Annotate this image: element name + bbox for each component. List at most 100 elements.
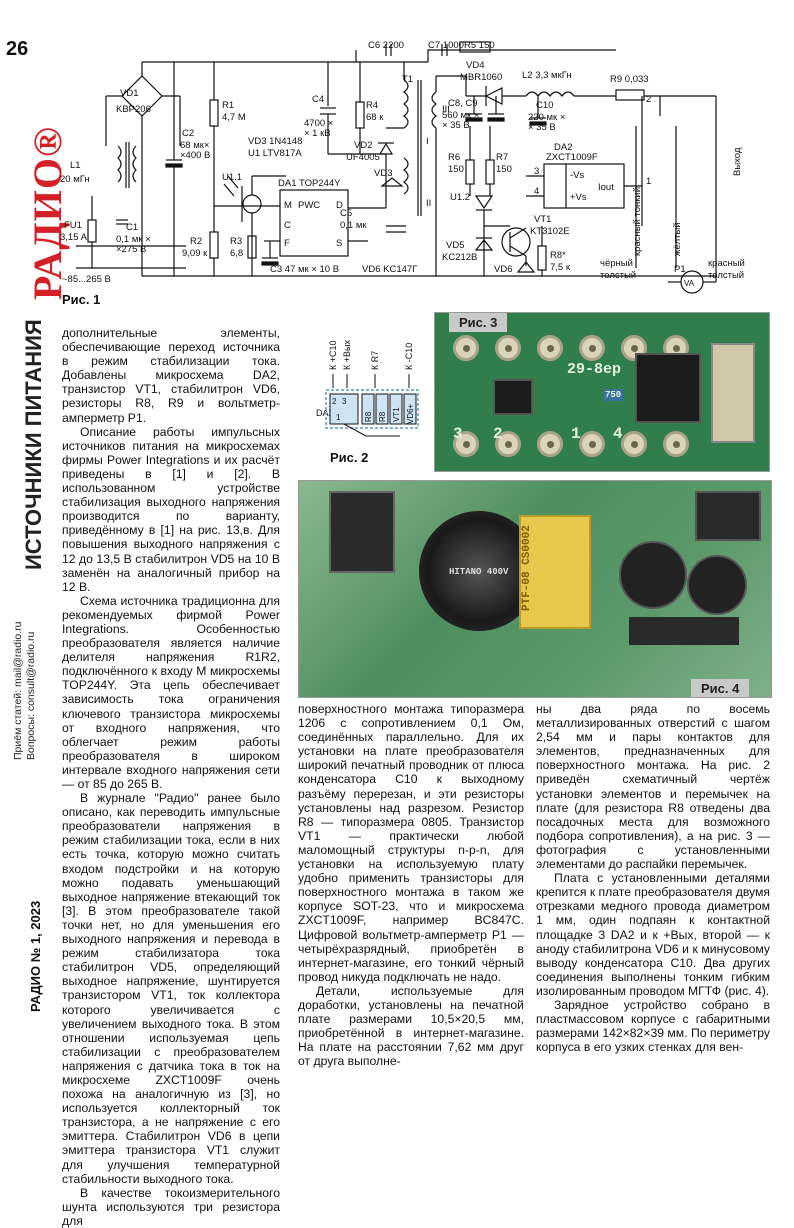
fig3-marker: 750: [603, 389, 624, 401]
label-c2: C2: [182, 128, 194, 139]
layout-fig2: К +С10 К +Вых К R7 К -С10 DA2 2 3 1 R8 R…: [316, 340, 419, 437]
col1-para: дополнительные элементы, обеспечивающие …: [62, 326, 280, 425]
label-r4-val: 68 к: [366, 112, 384, 123]
pcb-pad: [579, 431, 605, 457]
fig2-part-vd6: VD6+: [406, 403, 415, 424]
text-column-2: поверхностного монтажа типоразмера 1206 …: [298, 702, 524, 1068]
label-t1: T1: [402, 74, 413, 85]
label-vd3: VD3 1N4148: [248, 136, 302, 147]
page-number: 26: [6, 38, 29, 60]
label-c1: C1: [126, 222, 138, 233]
label-vd4: VD4: [466, 60, 484, 71]
label-l1: L1: [70, 160, 81, 171]
label-r8-val: 7,5 к: [550, 262, 571, 273]
col1-para: Схема источника традиционна для рекоменд…: [62, 593, 280, 791]
label-black-thick1: чёрный: [600, 258, 633, 269]
label-pin-pwc: PWC: [298, 200, 320, 211]
contacts-questions[interactable]: Вопросы: consult@radio.ru: [25, 631, 37, 760]
col1-para: В журнале "Радио" ранее было описано, ка…: [62, 791, 280, 1186]
col2-para: Детали, используемые для доработки, уста…: [298, 983, 524, 1069]
text-column-3: ны два ряда по восемь металлизированных …: [536, 702, 770, 1054]
label-pin-s: S: [336, 238, 342, 249]
col2-para: поверхностного монтажа типоразмера 1206 …: [298, 702, 524, 984]
fig4-cap2-text: HITANO 400V: [449, 567, 509, 577]
fig2-pin-3: 3: [342, 397, 347, 406]
label-n1: 1: [646, 176, 651, 187]
fig4-caption: Рис. 4: [691, 679, 750, 697]
label-r1: R1: [222, 100, 234, 111]
label-da2-type: ZXCT1009F: [546, 152, 598, 163]
label-vs-minus: -Vs: [570, 170, 585, 181]
label-da2: DA2: [554, 142, 572, 153]
issue-label: РАДИО № 1, 2023: [28, 900, 43, 1012]
label-c10: C10: [536, 100, 553, 111]
label-c10-val1: 220 мк ×: [528, 112, 565, 123]
pcb-pad: [579, 335, 605, 361]
label-r5: R5 150: [464, 40, 495, 51]
label-vd5-type: KC212В: [442, 252, 477, 263]
fig2-pin-2: 2: [332, 397, 337, 406]
label-vd2-type: UF4005: [346, 152, 380, 163]
label-red-thin: красный тонкий: [632, 187, 643, 256]
label-r7: R7: [496, 152, 508, 163]
col3-para: Зарядное устройство собрано в пластмассо…: [536, 997, 770, 1055]
transformer: [329, 491, 395, 573]
diode-vd6: [711, 343, 755, 443]
label-black-thick2: толстый: [600, 270, 636, 281]
label-fu1-val: 3,15 A: [60, 232, 88, 243]
label-vd1: VD1: [120, 88, 138, 99]
pcb-pad: [537, 335, 563, 361]
label-c89-val1: 560 мк ×: [442, 110, 479, 121]
label-vt1-type: KT3102E: [530, 226, 570, 237]
section-title: ИСТОЧНИКИ ПИТАНИЯ: [21, 319, 46, 570]
fig3-caption: Рис. 3: [449, 313, 508, 332]
label-r6: R6: [448, 152, 460, 163]
capacitor-c9: [687, 555, 747, 615]
label-n2: 2: [646, 94, 651, 105]
label-vd2: VD2: [354, 140, 372, 151]
label-r6-val: 150: [448, 164, 464, 175]
contacts-articles[interactable]: Приём статей: mail@radio.ru: [12, 621, 24, 760]
label-u11: U1.1: [222, 172, 242, 183]
col1-para: В качестве токоизмерительного шунта испо…: [62, 1185, 280, 1228]
label-w3: III: [442, 104, 450, 115]
label-c10-val2: × 35 В: [528, 122, 556, 133]
label-l1-val: 20 мГн: [60, 174, 90, 185]
fig3-pad-1: 1: [571, 425, 581, 443]
label-vd6: VD6 KC147Г: [362, 264, 417, 275]
label-red-thick2: толстый: [708, 270, 744, 281]
pcb-pad: [453, 335, 479, 361]
sidebar: 26 РАДИО® ИСТОЧНИКИ ПИТАНИЯ Приём статей…: [0, 0, 70, 1026]
pcb-pad: [495, 431, 521, 457]
pcb-pad: [495, 335, 521, 361]
fig2-pin-1: 1: [336, 413, 341, 422]
transformer-t1: [519, 515, 591, 629]
label-r9: R9 0,033: [610, 74, 649, 85]
label-vd3b: VD3: [374, 168, 392, 179]
label-c2-val2: ×400 В: [180, 150, 210, 161]
pcb-pad: [621, 335, 647, 361]
label-out: Выход: [732, 147, 743, 176]
fig3-board-text: 29-8ep: [567, 361, 622, 378]
label-n4: 4: [534, 186, 539, 197]
capacitor-c8: [619, 541, 687, 609]
fig2-label-da2: DA2: [316, 408, 334, 418]
label-c1-val2: ×275 В: [116, 244, 146, 255]
pcb-pad: [621, 431, 647, 457]
chip-da2: [493, 379, 533, 415]
pcb-pad: [537, 431, 563, 457]
label-red-thick1: красный: [708, 258, 745, 269]
label-c3: C3 47 мк × 10 В: [270, 264, 339, 275]
label-r3: R3: [230, 236, 242, 247]
label-w1: I: [426, 136, 429, 147]
fig1-caption: Рис. 1: [62, 292, 101, 307]
label-c89: C8, C9: [448, 98, 478, 109]
fig2-part-vt1: VT1: [392, 407, 401, 422]
pcb-pad: [453, 431, 479, 457]
label-r8: R8*: [550, 250, 566, 261]
fig3-pad-3: 3: [453, 425, 463, 443]
schematic-fig1: VD1 KBP206 L1 20 мГн FU1 3,15 A C1 0,1 м…: [60, 40, 745, 294]
label-c5-val: 0,1 мк: [340, 220, 367, 231]
label-c7: C7 1000: [428, 40, 464, 51]
label-iout: Iout: [598, 182, 614, 193]
